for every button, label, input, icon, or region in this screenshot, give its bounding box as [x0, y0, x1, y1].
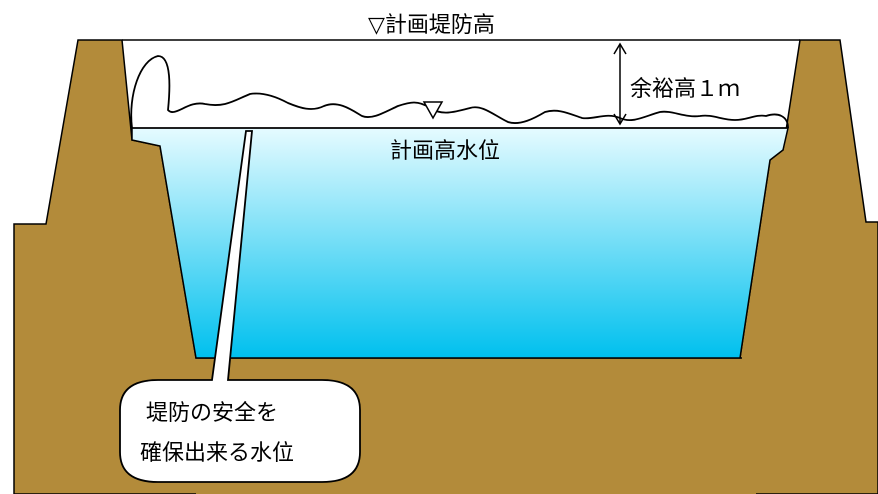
freeboard-arrow	[613, 42, 627, 126]
callout-bubble	[119, 130, 361, 483]
design-high-water-level-label: 計画高水位	[390, 139, 500, 164]
water-level-marker-icon	[422, 101, 444, 120]
flood-wave-outline	[130, 55, 789, 129]
design-levee-height-label: ▽計画堤防高	[368, 13, 495, 38]
callout-text-line1: 堤防の安全を	[146, 401, 278, 426]
water-body	[131, 127, 789, 359]
callout-text-line2: 確保出来る水位	[140, 441, 294, 466]
freeboard-label: 余裕高１ｍ	[630, 77, 740, 102]
